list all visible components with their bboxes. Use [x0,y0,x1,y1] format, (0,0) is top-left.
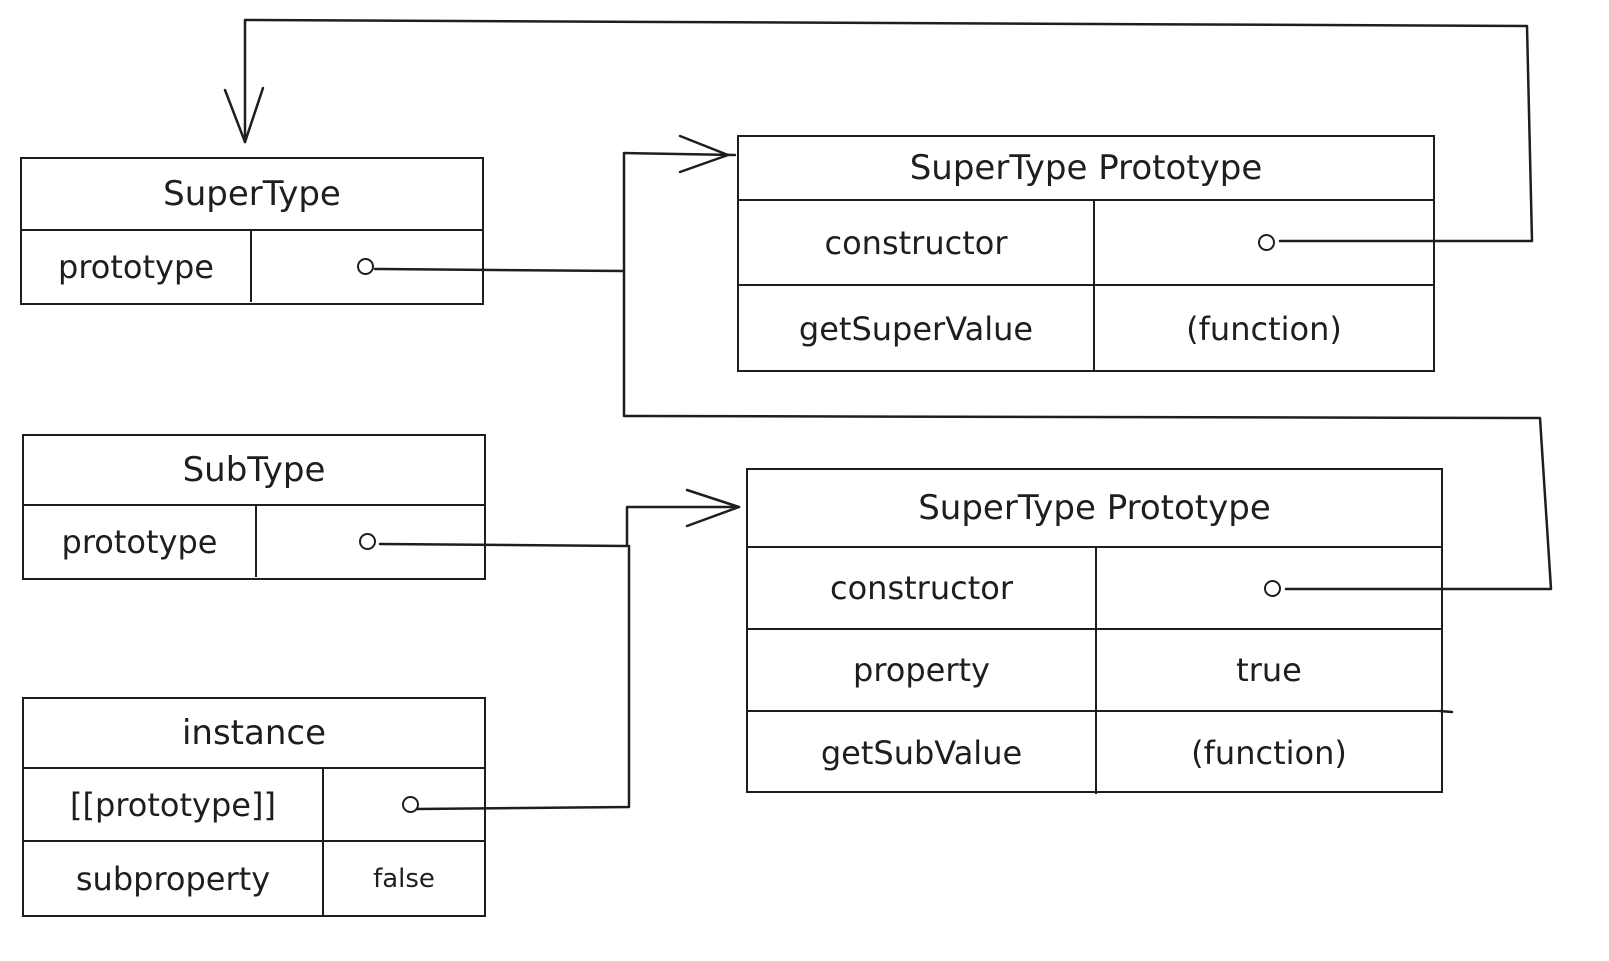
supertype-prototype-getsupervalue-key: getSuperValue [739,286,1095,371]
instance-prototype-row: [[prototype]] [24,769,484,842]
arrowhead-to-supertype-prototype [678,134,730,174]
subtype-prototype-row: prototype [24,506,484,577]
instance-subproperty-row: subproperty false [24,842,484,915]
arrowhead-to-subtype-prototype [685,488,741,528]
arrowhead-to-supertype [223,86,265,144]
supertype-prototype-title: SuperType Prototype [739,137,1433,201]
supertype-prototype-box: SuperType Prototype constructor getSuper… [737,135,1435,372]
instance-prototype-key: [[prototype]] [24,769,324,840]
subtype-prototype-getsubvalue-key: getSubValue [748,712,1097,794]
supertype-prototype-row: prototype [22,231,482,302]
supertype-box: SuperType prototype [20,157,484,305]
subtype-prototype-constructor-pointer [1097,548,1441,628]
subtype-prototype-getsubvalue-value: (function) [1191,734,1347,772]
supertype-prototype-constructor-key: constructor [739,201,1095,284]
supertype-prototype-pointer [252,231,482,302]
supertype-prototype-key: prototype [22,231,252,302]
subtype-prototype-key: prototype [24,506,257,577]
supertype-prototype-constructor-row: constructor [739,201,1433,286]
instance-box: instance [[prototype]] subproperty false [22,697,486,917]
instance-prototype-pointer [324,769,484,840]
pointer-dot-icon [1264,579,1281,597]
subtype-prototype-property-value: true [1236,651,1302,689]
instance-title: instance [24,699,484,769]
instance-subproperty-value: false [373,863,435,894]
pointer-dot-icon [1258,234,1275,251]
subtype-prototype-constructor-key: constructor [748,548,1097,628]
subtype-prototype-getsubvalue-row: getSubValue (function) [748,712,1441,794]
subtype-prototype-property-key: property [748,630,1097,710]
subtype-box: SubType prototype [22,434,486,580]
subtype-prototype-constructor-row: constructor [748,548,1441,630]
subtype-prototype-title: SuperType Prototype [748,470,1441,548]
subtype-prototype-property-row: property true [748,630,1441,712]
supertype-prototype-constructor-pointer [1095,201,1433,284]
subtype-title: SubType [24,436,484,506]
supertype-title: SuperType [22,159,482,231]
subtype-prototype-pointer [257,506,484,577]
pointer-dot-icon [357,258,374,275]
instance-subproperty-key: subproperty [24,842,324,915]
supertype-prototype-getsupervalue-value: (function) [1186,309,1342,348]
supertype-prototype-getsupervalue-row: getSuperValue (function) [739,286,1433,371]
pointer-dot-icon [359,533,376,550]
subtype-prototype-box: SuperType Prototype constructor property… [746,468,1443,794]
pointer-dot-icon [402,796,419,813]
